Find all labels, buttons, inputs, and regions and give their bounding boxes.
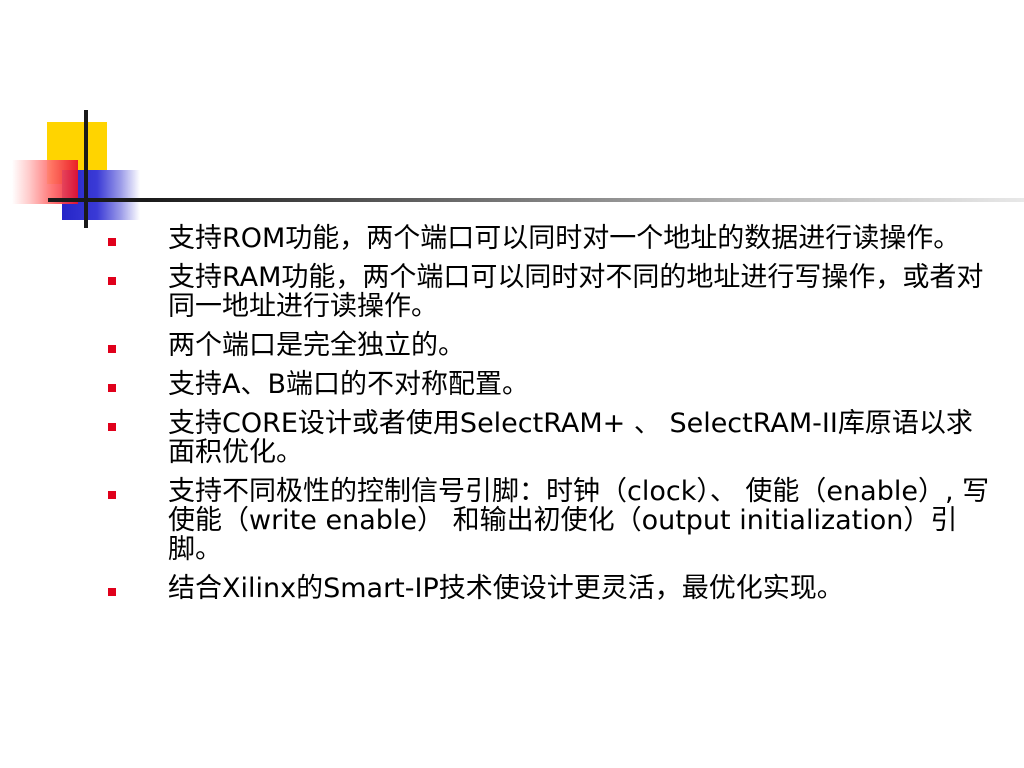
bullet-text: 支持CORE设计或者使用SelectRAM+ 、 SelectRAM-II库原语… — [168, 408, 973, 468]
decorative-logo — [0, 0, 160, 240]
bullet-text: 支持不同极性的控制信号引脚：时钟（clock）、 使能（enable）, 写使能… — [168, 476, 990, 565]
bullet-text: 结合Xilinx的Smart-IP技术使设计更灵活，最优化实现。 — [168, 573, 844, 604]
bullet-item-2: 支持RAM功能，两个端口可以同时对不同的地址进行写操作，或者对同一地址进行读操作… — [100, 263, 1000, 321]
slide-body: 支持ROM功能，两个端口可以同时对一个地址的数据进行读操作。 支持RAM功能，两… — [100, 224, 1000, 613]
bullet-text: 支持RAM功能，两个端口可以同时对不同的地址进行写操作，或者对同一地址进行读操作… — [168, 262, 984, 322]
bullet-marker-icon — [108, 423, 116, 431]
bullet-marker-icon — [108, 384, 116, 392]
bullet-list: 支持ROM功能，两个端口可以同时对一个地址的数据进行读操作。 支持RAM功能，两… — [100, 224, 1000, 603]
bullet-item-4: 支持A、B端口的不对称配置。 — [100, 370, 1000, 399]
bullet-item-5: 支持CORE设计或者使用SelectRAM+ 、 SelectRAM-II库原语… — [100, 409, 1000, 467]
bullet-marker-icon — [108, 277, 116, 285]
bullet-text: 两个端口是完全独立的。 — [168, 330, 465, 361]
bullet-text: 支持ROM功能，两个端口可以同时对一个地址的数据进行读操作。 — [168, 223, 961, 254]
bullet-item-7: 结合Xilinx的Smart-IP技术使设计更灵活，最优化实现。 — [100, 574, 1000, 603]
title-rule — [48, 198, 1024, 202]
logo-red-square — [12, 160, 78, 204]
bullet-text: 支持A、B端口的不对称配置。 — [168, 369, 529, 400]
logo-vertical-line — [84, 110, 88, 228]
bullet-marker-icon — [108, 238, 116, 246]
bullet-marker-icon — [108, 345, 116, 353]
bullet-item-1: 支持ROM功能，两个端口可以同时对一个地址的数据进行读操作。 — [100, 224, 1000, 253]
bullet-item-3: 两个端口是完全独立的。 — [100, 331, 1000, 360]
bullet-marker-icon — [108, 588, 116, 596]
bullet-marker-icon — [108, 491, 116, 499]
bullet-item-6: 支持不同极性的控制信号引脚：时钟（clock）、 使能（enable）, 写使能… — [100, 477, 1000, 564]
